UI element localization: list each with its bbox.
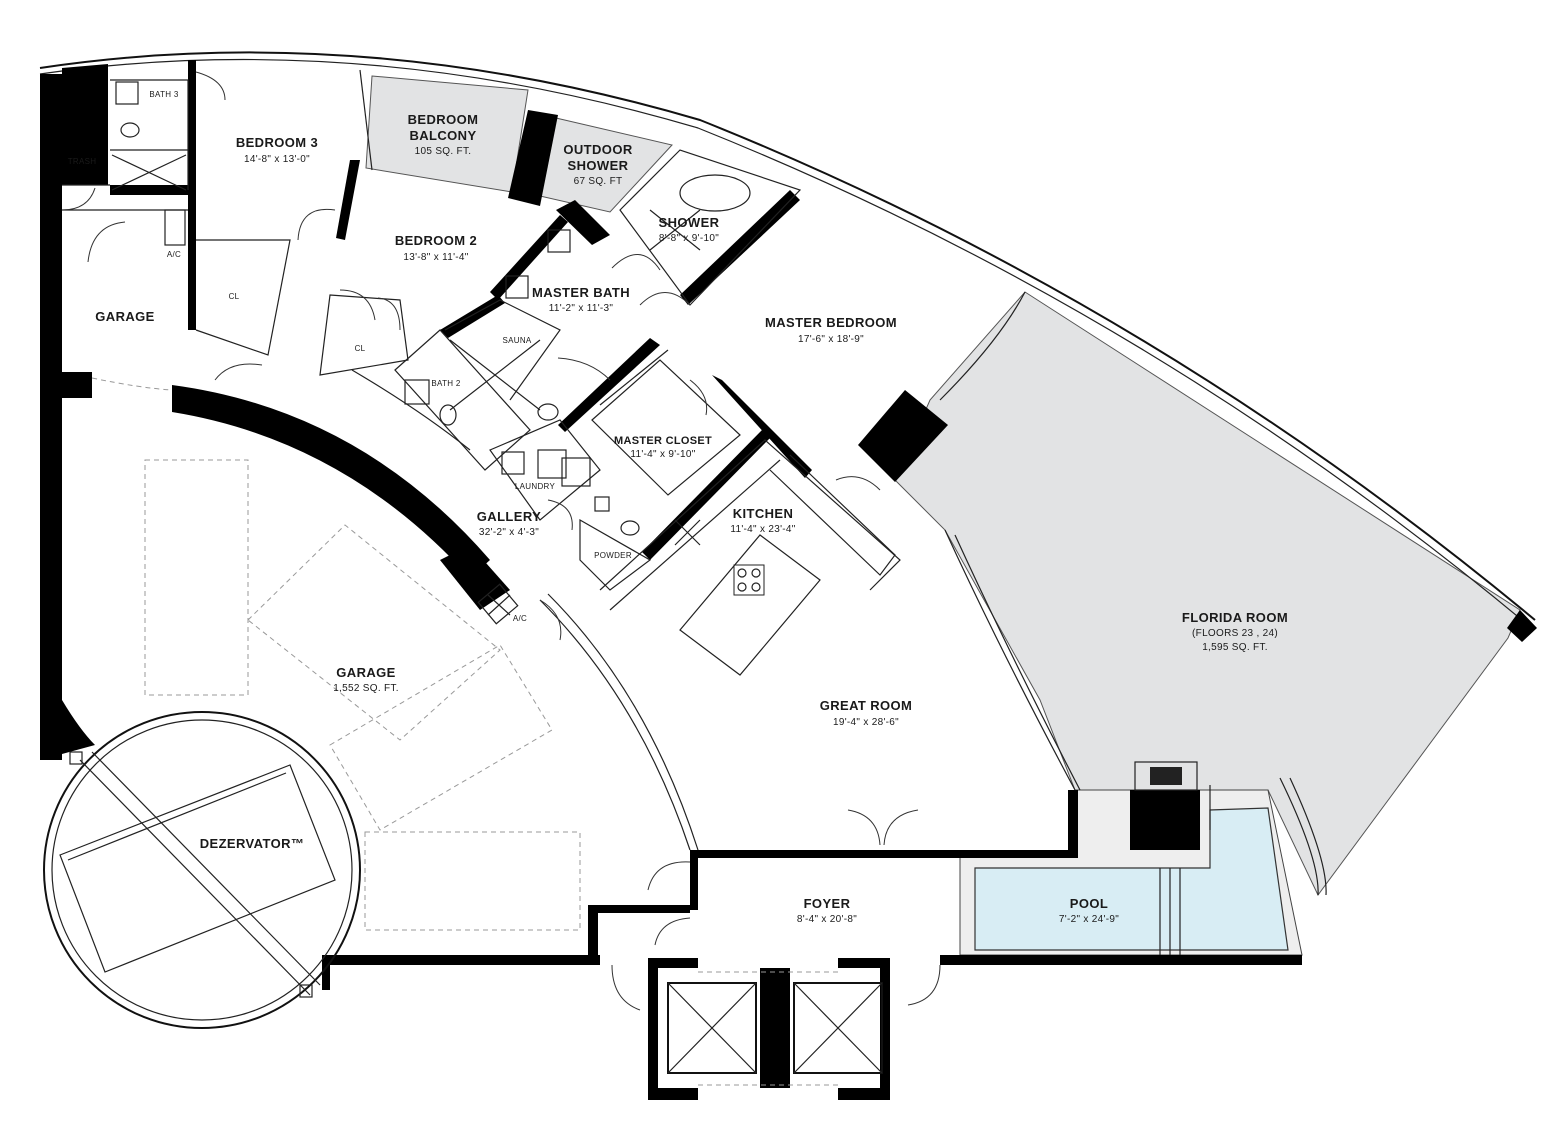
dezervator-turntable xyxy=(43,711,361,1029)
fixtures xyxy=(111,81,1211,955)
ac-mid-label: A/C xyxy=(513,614,527,623)
sauna-bench-icon xyxy=(449,339,541,411)
toilet-icon xyxy=(120,122,140,138)
elevators xyxy=(667,971,883,1086)
sink-icon xyxy=(505,275,529,299)
pool-dims: 7'-2" x 24'-9" xyxy=(1059,914,1119,925)
florida-room-sub: (FLOORS 23 , 24) xyxy=(1192,628,1278,639)
bedroom-balcony-name-2: BALCONY xyxy=(409,128,476,143)
washer-icon xyxy=(537,449,567,479)
bedroom2-name: BEDROOM 2 xyxy=(395,233,477,248)
ac-top-label: A/C xyxy=(167,250,181,259)
great-room-name: GREAT ROOM xyxy=(820,698,913,713)
walls xyxy=(40,60,1537,1100)
master-closet-name: MASTER CLOSET xyxy=(614,435,712,447)
gallery-name: GALLERY xyxy=(477,509,541,524)
trash-label: TRASH xyxy=(68,157,97,166)
elevator-cab-right xyxy=(793,982,883,1074)
shower-dims: 8'-8" x 9'-10" xyxy=(659,233,719,244)
kitchen-dims: 11'-4" x 23'-4" xyxy=(730,524,795,535)
bath3-label: BATH 3 xyxy=(149,90,178,99)
doors xyxy=(61,71,941,1011)
master-bath-dims: 11'-2" x 11'-3" xyxy=(549,303,614,314)
pool-water xyxy=(974,807,1289,951)
shower-name: SHOWER xyxy=(659,215,720,230)
great-room-dims: 19'-4" x 28'-6" xyxy=(833,717,899,728)
cl-left-label: CL xyxy=(229,292,240,301)
parking-spots xyxy=(91,377,581,931)
powder-label: POWDER xyxy=(594,551,632,560)
toilet-icon xyxy=(439,404,457,426)
pool-name: POOL xyxy=(1070,896,1108,911)
kitchen-fixtures xyxy=(674,454,896,676)
bedroom-balcony-name-1: BEDROOM xyxy=(408,112,479,127)
sink-icon xyxy=(547,229,571,253)
laundry-label: LAUNDRY xyxy=(515,482,556,491)
master-closet-dims: 11'-4" x 9'-10" xyxy=(630,449,695,460)
master-bath-name: MASTER BATH xyxy=(532,285,630,300)
room-labels: BATH 3 TRASH BEDROOM 3 14'-8" x 13'-0" B… xyxy=(68,90,1288,925)
ac-unit-icon xyxy=(477,583,519,625)
foyer-name: FOYER xyxy=(804,896,851,911)
garage-small-name: GARAGE xyxy=(95,309,154,324)
sink-icon xyxy=(594,496,610,512)
grill-icon xyxy=(1134,761,1198,791)
cl-right-label: CL xyxy=(355,344,366,353)
shower-drain-icon xyxy=(111,154,187,191)
exterior-glazing xyxy=(39,51,1536,896)
pool-steps xyxy=(1159,868,1181,955)
elevator-cab-left xyxy=(667,982,757,1074)
sink-icon xyxy=(115,81,139,105)
bathtub-icon xyxy=(679,174,751,212)
dezervator-name: DEZERVATOR™ xyxy=(200,836,305,851)
bedroom2-dims: 13'-8" x 11'-4" xyxy=(403,252,468,263)
garage-large-name: GARAGE xyxy=(336,665,395,680)
sink-icon xyxy=(404,379,430,405)
gallery-dims: 32'-2" x 4'-3" xyxy=(479,527,539,538)
bedroom3-name: BEDROOM 3 xyxy=(236,135,318,150)
bedroom3-dims: 14'-8" x 13'-0" xyxy=(244,154,310,165)
sink-icon xyxy=(674,519,701,546)
toilet-icon xyxy=(620,520,640,536)
master-bedroom-dims: 17'-6" x 18'-9" xyxy=(798,334,864,345)
foyer-dims: 8'-4" x 20'-8" xyxy=(797,914,857,925)
toilet-icon xyxy=(537,403,559,421)
sink-icon xyxy=(501,451,525,475)
master-bedroom-name: MASTER BEDROOM xyxy=(765,315,897,330)
garage-large-dims: 1,552 SQ. FT. xyxy=(333,683,399,694)
bath2-label: BATH 2 xyxy=(431,379,460,388)
bedroom-balcony-dims: 105 SQ. FT. xyxy=(415,146,472,157)
cooktop-icon xyxy=(733,564,765,596)
outdoor-shower-name-1: OUTDOOR xyxy=(563,142,632,157)
outdoor-shower-name-2: SHOWER xyxy=(568,158,629,173)
shower-drain-icon xyxy=(649,209,701,251)
outdoor-shower-dims: 67 SQ. FT xyxy=(574,176,623,187)
florida-room-dims: 1,595 SQ. FT. xyxy=(1202,642,1268,653)
florida-room-name: FLORIDA ROOM xyxy=(1182,610,1288,625)
kitchen-name: KITCHEN xyxy=(733,506,794,521)
sauna-label: SAUNA xyxy=(502,336,531,345)
dryer-icon xyxy=(561,457,591,487)
partitions xyxy=(62,69,1081,851)
ac-unit-icon xyxy=(164,209,186,246)
